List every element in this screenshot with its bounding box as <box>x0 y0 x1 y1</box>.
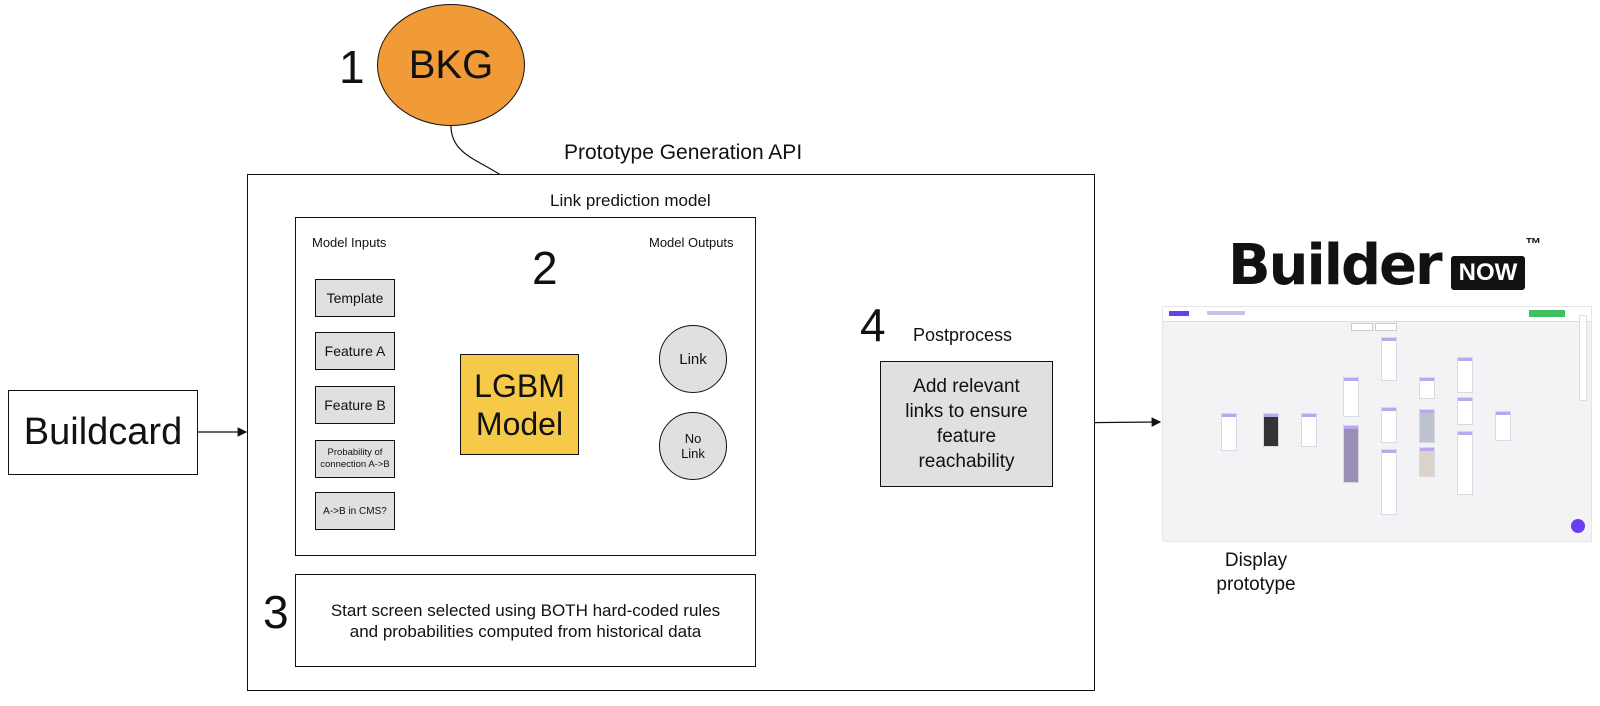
postprocess-box: Add relevant links to ensure feature rea… <box>880 361 1053 487</box>
lgbm-model-line1: LGBM <box>474 367 565 404</box>
preview-screen <box>1381 449 1397 515</box>
builder-wordmark: Builder <box>1228 233 1443 298</box>
buildcard-label: Buildcard <box>23 411 183 453</box>
postprocess-line2: links to ensure <box>905 401 1028 422</box>
preview-share-button <box>1529 310 1565 317</box>
preview-screen <box>1343 425 1359 483</box>
step-number-3: 3 <box>263 586 289 638</box>
start-screen-line1: Start screen selected using BOTH hard-co… <box>330 600 721 620</box>
output-link-node: Link <box>659 325 727 393</box>
display-prototype-caption: Display prototype <box>1200 549 1312 597</box>
caption-line1: Display <box>1224 550 1288 571</box>
step-number-1: 1 <box>339 41 365 93</box>
model-inputs-label: Model Inputs <box>312 235 387 250</box>
now-badge: NOW <box>1450 256 1526 290</box>
trademark-symbol: ™ <box>1525 236 1542 253</box>
preview-screen <box>1419 377 1435 399</box>
preview-filter-2 <box>1375 323 1397 331</box>
input-feature-b: Feature B <box>315 386 395 424</box>
preview-screen <box>1381 337 1397 381</box>
preview-side-toolbar <box>1579 315 1587 401</box>
preview-screen <box>1457 431 1473 495</box>
input-probability: Probability of connection A->B <box>315 440 395 478</box>
bkg-node: BKG <box>377 4 525 126</box>
output-no-link-label: No Link <box>681 431 705 461</box>
preview-screen <box>1301 413 1317 447</box>
input-template: Template <box>315 279 395 317</box>
input-feature-a: Feature A <box>315 332 395 370</box>
input-template-label: Template <box>326 290 384 306</box>
postprocess-line4: reachability <box>918 451 1015 472</box>
postprocess-line1: Add relevant <box>913 376 1020 397</box>
preview-screen <box>1457 357 1473 393</box>
preview-screen <box>1343 377 1359 417</box>
input-cms: A->B in CMS? <box>315 492 395 530</box>
preview-screen <box>1221 413 1237 451</box>
input-feature-a-label: Feature A <box>324 343 386 359</box>
buildcard-node: Buildcard <box>8 390 198 475</box>
preview-screen <box>1263 413 1279 447</box>
link-model-title: Link prediction model <box>550 191 711 210</box>
input-feature-b-label: Feature B <box>324 397 386 413</box>
input-cms-label: A->B in CMS? <box>323 505 387 517</box>
caption-line2: prototype <box>1216 574 1296 595</box>
preview-screen <box>1381 407 1397 443</box>
step-number-4: 4 <box>860 299 886 351</box>
start-screen-box: Start screen selected using BOTH hard-co… <box>295 574 756 667</box>
postprocess-line3: feature <box>936 426 997 447</box>
builder-now-logo: Builder NOW ™ <box>1228 232 1541 296</box>
preview-screen <box>1495 411 1511 441</box>
preview-screen <box>1419 409 1435 443</box>
output-no-link-node: No Link <box>659 412 727 480</box>
preview-project-title <box>1207 311 1245 315</box>
preview-filter-1 <box>1351 323 1373 331</box>
input-probability-label: Probability of connection A->B <box>320 447 390 470</box>
preview-screen <box>1457 397 1473 425</box>
preview-logo <box>1169 311 1189 316</box>
model-outputs-label: Model Outputs <box>649 235 734 250</box>
start-screen-line2: and probabilities computed from historic… <box>349 621 702 641</box>
preview-fab-button <box>1571 519 1585 533</box>
preview-topbar <box>1163 307 1591 322</box>
prototype-preview <box>1162 306 1592 542</box>
postprocess-title: Postprocess <box>913 325 1013 345</box>
api-title: Prototype Generation API <box>564 141 803 164</box>
step-number-2: 2 <box>532 242 558 294</box>
preview-screen <box>1419 447 1435 477</box>
lgbm-model-node: LGBM Model <box>460 354 579 455</box>
lgbm-model-line2: Model <box>475 405 564 442</box>
output-link-label: Link <box>679 350 707 368</box>
bkg-label: BKG <box>408 42 494 87</box>
